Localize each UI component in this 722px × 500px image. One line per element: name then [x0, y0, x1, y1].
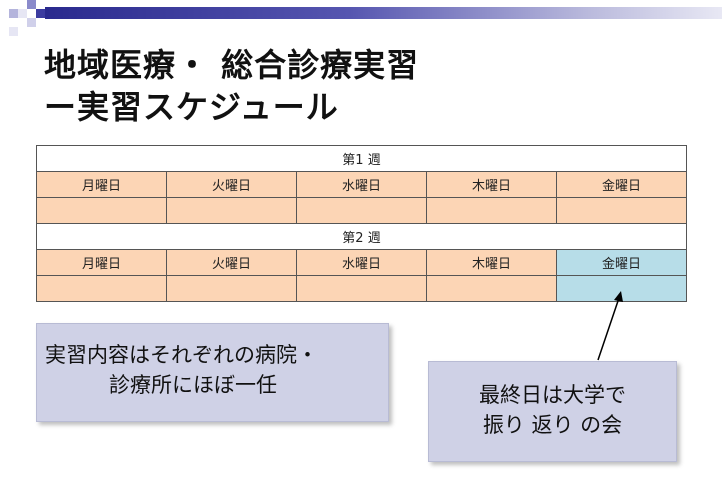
- week-1-cell-thu: [426, 197, 557, 224]
- title-line-2: ー実習スケジュール: [44, 88, 339, 126]
- week-1-blank-row: [36, 197, 687, 224]
- decorative-square: [9, 27, 18, 36]
- week-2-cell-wed: [296, 275, 427, 302]
- practice-content-line-2: 診療所にほぼ一任: [109, 373, 277, 397]
- practice-content-line-1: 実習内容はそれぞれの病院・: [45, 343, 318, 367]
- decorative-square: [36, 0, 45, 9]
- week-1-day-thu: 木曜日: [426, 171, 557, 198]
- week-1-day-row: 月曜日 火曜日 水曜日 木曜日 金曜日: [36, 171, 687, 198]
- decorative-square: [36, 9, 45, 18]
- decorative-square: [9, 9, 18, 18]
- week-1-day-mon: 月曜日: [36, 171, 167, 198]
- schedule-table: 第1 週 月曜日 火曜日 水曜日 木曜日 金曜日 第2 週 月曜日 火: [36, 145, 687, 302]
- week-2-day-fri: 金曜日: [556, 249, 687, 276]
- header-gradient-bar: [45, 7, 722, 19]
- week-1-day-tue: 火曜日: [166, 171, 297, 198]
- week-2-day-wed: 水曜日: [296, 249, 427, 276]
- week-2-day-thu: 木曜日: [426, 249, 557, 276]
- final-day-note: 最終日は大学で 振り 返り の会: [428, 361, 677, 462]
- week-2-cell-mon: [36, 275, 167, 302]
- week-2-header-row: 第2 週: [36, 223, 687, 250]
- final-day-line-2: 振り 返り の会: [482, 413, 623, 437]
- final-day-line-1: 最終日は大学で: [479, 383, 626, 407]
- week-2-blank-row: [36, 275, 687, 302]
- week-1-day-wed: 水曜日: [296, 171, 427, 198]
- decorative-square: [18, 9, 27, 18]
- decorative-square: [27, 0, 36, 9]
- week-2-cell-fri: [556, 275, 687, 302]
- week-1-label: 第1 週: [36, 145, 687, 172]
- week-2-cell-thu: [426, 275, 557, 302]
- week-2-day-mon: 月曜日: [36, 249, 167, 276]
- decorative-square: [27, 18, 36, 27]
- week-1-cell-wed: [296, 197, 427, 224]
- week-2-cell-tue: [166, 275, 297, 302]
- week-1-day-fri: 金曜日: [556, 171, 687, 198]
- week-2-label: 第2 週: [36, 223, 687, 250]
- week-2-day-row: 月曜日 火曜日 水曜日 木曜日 金曜日: [36, 249, 687, 276]
- week-1-cell-fri: [556, 197, 687, 224]
- practice-content-note: 実習内容はそれぞれの病院・ 診療所にほぼ一任: [36, 323, 389, 422]
- week-1-cell-mon: [36, 197, 167, 224]
- title-line-1: 地域医療・ 総合診療実習: [44, 46, 420, 84]
- week-1-cell-tue: [166, 197, 297, 224]
- week-1-header-row: 第1 週: [36, 145, 687, 172]
- slide-title: 地域医療・ 総合診療実習 ー実習スケジュール: [44, 44, 419, 128]
- week-2-day-tue: 火曜日: [166, 249, 297, 276]
